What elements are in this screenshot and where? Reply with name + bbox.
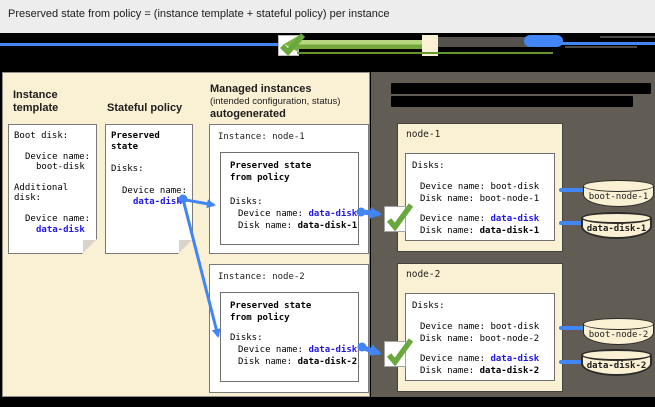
managed-instance-node-1: Instance: node-1 Preserved state from po… bbox=[209, 124, 369, 254]
preserved-state-line-2: from policy bbox=[230, 313, 290, 323]
boot-disk-value: boot-disk bbox=[36, 162, 85, 173]
boot-disk-line: Disk name: boot-node-2 bbox=[420, 334, 540, 344]
disks-label: Disks: bbox=[412, 161, 445, 171]
instance-title: Instance: node-1 bbox=[218, 132, 305, 142]
device-name-label: Device name: bbox=[25, 214, 91, 225]
legend-streak-2 bbox=[565, 46, 637, 48]
disk-connector bbox=[559, 326, 585, 330]
green-arrow-shaft bbox=[297, 40, 422, 49]
data-disk-value: data-disk bbox=[36, 224, 85, 235]
disk-name-value: data-disk-2 bbox=[297, 357, 358, 367]
vm-node-1: node-1 Disks: Device name: boot-disk Dis… bbox=[397, 123, 563, 252]
diagram-title: Preserved state from policy = (instance … bbox=[8, 8, 390, 20]
node-disks-box: Disks: Device name: boot-disk Disk name:… bbox=[405, 153, 555, 241]
gray-bar-icon bbox=[438, 37, 555, 47]
instance-template-doc: Boot disk: Device name: boot-disk Additi… bbox=[8, 124, 97, 254]
disk-label: boot-node-1 bbox=[588, 192, 649, 202]
mig-panel: Instance template Stateful policy Manage… bbox=[2, 72, 370, 397]
preserved-state-title-1: Preserved bbox=[111, 131, 160, 141]
applied-check-square-node-2 bbox=[384, 341, 406, 367]
disk-label: data-disk-2 bbox=[586, 361, 647, 371]
legend-band bbox=[0, 33, 655, 72]
boot-disk-label: Boot disk: bbox=[14, 131, 69, 141]
data-disk-line: Disk name: data-disk-2 bbox=[420, 366, 540, 376]
disks-label: Disks: bbox=[111, 164, 144, 174]
additional-disk-label-2: disk: bbox=[14, 193, 42, 204]
bottom-band bbox=[0, 397, 655, 407]
instance-template-heading: Instance template bbox=[13, 89, 59, 114]
disk-connector bbox=[559, 360, 585, 364]
preserved-state-line-1: Preserved state bbox=[230, 301, 312, 311]
stateful-policy-heading: Stateful policy bbox=[107, 102, 183, 114]
node-name: node-2 bbox=[406, 269, 441, 280]
node-disks-box: Disks: Device name: boot-disk Disk name:… bbox=[405, 293, 555, 381]
managed-instances-heading: Managed instances (intended configuratio… bbox=[210, 83, 370, 121]
instance-title: Instance: node-2 bbox=[218, 272, 305, 282]
device-name-label: Device name: bbox=[122, 186, 188, 196]
boot-device-line: Device name: boot-disk bbox=[420, 182, 540, 192]
preserved-state-title-2: state bbox=[111, 142, 139, 152]
disk-name-value: data-disk-1 bbox=[297, 221, 358, 231]
managed-heading-line1: Managed instances bbox=[210, 83, 312, 95]
data-device-line: Device name: data-disk bbox=[420, 214, 540, 224]
disk-name-line: Disk name: data-disk-1 bbox=[238, 221, 358, 231]
boot-device-line: Device name: boot-disk bbox=[420, 322, 540, 332]
vm-instances-panel: node-1 Disks: Device name: boot-disk Dis… bbox=[371, 72, 655, 397]
disk-cylinder-boot-node-1: boot-node-1 bbox=[583, 180, 654, 207]
managed-heading-line3: autogenerated bbox=[210, 108, 286, 120]
redacted-heading-bar-1 bbox=[391, 83, 651, 94]
additional-disk-label-1: Additional bbox=[14, 183, 69, 194]
preserved-state-box: Preserved state from policy Disks: Devic… bbox=[220, 152, 359, 245]
disks-label: Disks: bbox=[230, 197, 263, 207]
device-name-label: Device name: bbox=[25, 151, 91, 162]
disks-label: Disks: bbox=[230, 333, 263, 343]
legend-streak-1 bbox=[600, 36, 655, 38]
title-bar: Preserved state from policy = (instance … bbox=[0, 0, 655, 33]
data-disk-line: Disk name: data-disk-1 bbox=[420, 226, 540, 236]
data-disk-value: data-disk bbox=[308, 345, 358, 355]
legend-green-underline bbox=[297, 52, 553, 54]
preserved-state-line-2: from policy bbox=[230, 173, 290, 183]
document-icon bbox=[422, 35, 438, 56]
legend-blue-line-left bbox=[0, 43, 279, 46]
node-name: node-1 bbox=[406, 129, 441, 140]
stateful-policy-doc: Preserved state Disks: Device name: data… bbox=[105, 124, 193, 254]
managed-instance-node-2: Instance: node-2 Preserved state from po… bbox=[209, 264, 369, 393]
legend-blue-line-right bbox=[557, 42, 655, 45]
preserved-state-box: Preserved state from policy Disks: Devic… bbox=[220, 292, 359, 382]
disk-connector bbox=[559, 188, 585, 192]
green-arrow-icon bbox=[284, 36, 298, 52]
disk-cylinder-data-disk-2: data-disk-2 bbox=[581, 349, 652, 376]
disks-label: Disks: bbox=[412, 301, 445, 311]
disk-cylinder-data-disk-1: data-disk-1 bbox=[581, 212, 652, 239]
managed-heading-line2: (intended configuration, status) bbox=[210, 96, 341, 107]
instance-pill-icon bbox=[524, 35, 563, 47]
disk-label: data-disk-1 bbox=[586, 224, 647, 234]
device-name-line: Device name: data-disk bbox=[238, 209, 358, 219]
device-name-line: Device name: data-disk bbox=[238, 345, 358, 355]
disk-connector bbox=[559, 221, 585, 225]
disk-name-line: Disk name: data-disk-2 bbox=[238, 357, 358, 367]
disk-label: boot-node-2 bbox=[588, 330, 649, 340]
data-disk-value: data-disk bbox=[308, 209, 358, 219]
applied-check-square-node-1 bbox=[384, 206, 406, 232]
preserved-state-line-1: Preserved state bbox=[230, 161, 312, 171]
data-device-line: Device name: data-disk bbox=[420, 354, 540, 364]
disk-cylinder-boot-node-2: boot-node-2 bbox=[583, 318, 654, 345]
data-disk-value: data-disk bbox=[133, 197, 182, 207]
redacted-heading-bar-2 bbox=[391, 96, 633, 107]
vm-node-2: node-2 Disks: Device name: boot-disk Dis… bbox=[397, 263, 563, 392]
boot-disk-line: Disk name: boot-node-1 bbox=[420, 194, 540, 204]
